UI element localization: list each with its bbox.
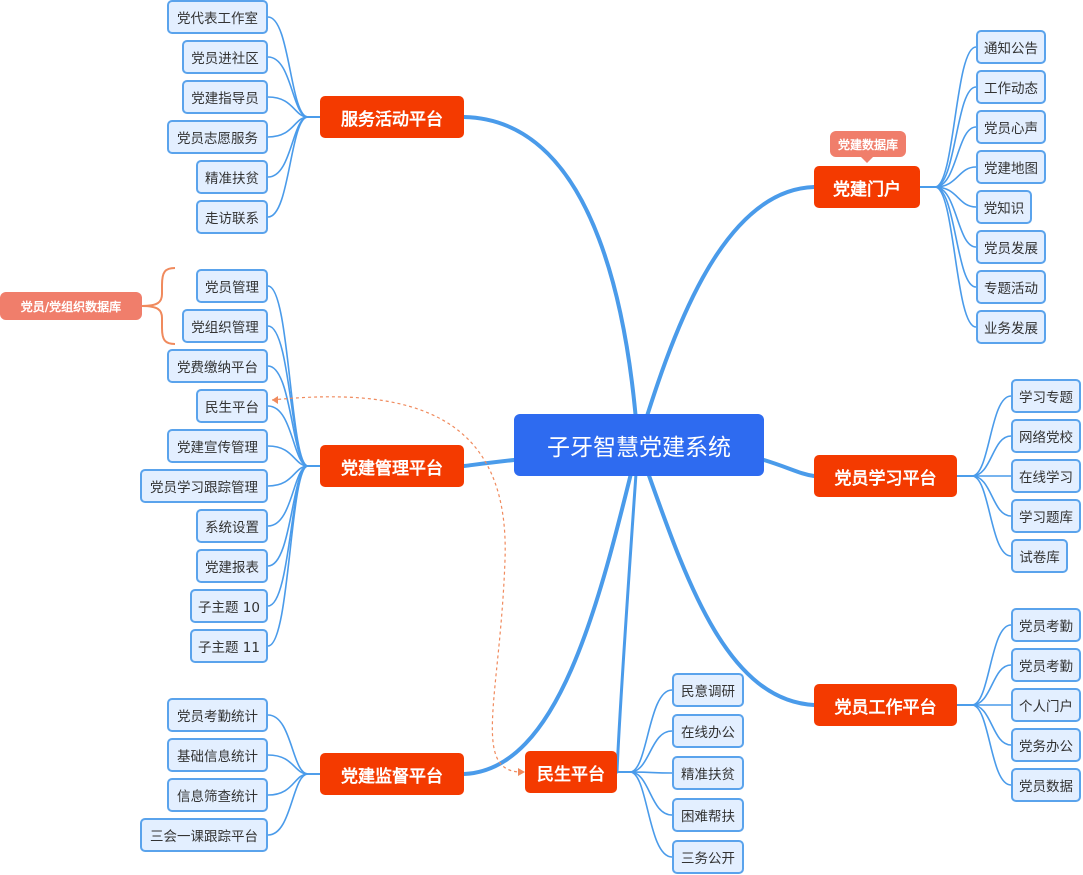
leaf-portal-1[interactable]: 工作动态 — [976, 70, 1046, 104]
leaf-portal-7[interactable]: 业务发展 — [976, 310, 1046, 344]
leaf-portal-4[interactable]: 党知识 — [976, 190, 1032, 224]
center-topic[interactable]: 子牙智慧党建系统 — [514, 414, 764, 476]
link-center-study — [762, 458, 816, 478]
leaf-portal-2[interactable]: 党员心声 — [976, 110, 1046, 144]
tag-pointer-icon — [860, 156, 874, 163]
member-db-bracket — [141, 267, 176, 345]
leaf-work-4[interactable]: 党员数据 — [1011, 768, 1081, 802]
leaf-portal-5[interactable]: 党员发展 — [976, 230, 1046, 264]
leaf-management-5[interactable]: 党员学习跟踪管理 — [140, 469, 268, 503]
link-center-work — [636, 443, 816, 707]
leaf-portal-0[interactable]: 通知公告 — [976, 30, 1046, 64]
branch-service-platform[interactable]: 服务活动平台 — [320, 96, 464, 138]
leaf-service-3[interactable]: 党员志愿服务 — [167, 120, 268, 154]
leaf-work-1[interactable]: 党员考勤 — [1011, 648, 1081, 682]
leaf-livelihood-0[interactable]: 民意调研 — [672, 673, 744, 707]
branch-livelihood-platform[interactable]: 民生平台 — [525, 751, 617, 793]
leaf-livelihood-2[interactable]: 精准扶贫 — [672, 756, 744, 790]
link-center-management — [462, 458, 516, 468]
link-center-livelihood — [615, 443, 640, 774]
leaf-supervision-1[interactable]: 基础信息统计 — [167, 738, 268, 772]
leaf-supervision-3[interactable]: 三会一课跟踪平台 — [140, 818, 268, 852]
leaf-service-0[interactable]: 党代表工作室 — [167, 0, 268, 34]
branch-study-platform[interactable]: 党员学习平台 — [814, 455, 957, 497]
leaf-work-2[interactable]: 个人门户 — [1011, 688, 1081, 722]
leaf-study-4[interactable]: 试卷库 — [1011, 539, 1068, 573]
leaf-supervision-2[interactable]: 信息筛查统计 — [167, 778, 268, 812]
leaf-work-0[interactable]: 党员考勤 — [1011, 608, 1081, 642]
leaf-management-4[interactable]: 党建宣传管理 — [167, 429, 268, 463]
tag-portal-database[interactable]: 党建数据库 — [830, 131, 906, 157]
leaf-livelihood-1[interactable]: 在线办公 — [672, 714, 744, 748]
leaf-management-8[interactable]: 子主题 10 — [190, 589, 268, 623]
leaf-livelihood-4[interactable]: 三务公开 — [672, 840, 744, 874]
leaf-portal-3[interactable]: 党建地图 — [976, 150, 1046, 184]
leaf-service-1[interactable]: 党员进社区 — [182, 40, 268, 74]
relation-dashed-line — [271, 396, 526, 773]
leaf-study-0[interactable]: 学习专题 — [1011, 379, 1081, 413]
leaf-service-4[interactable]: 精准扶贫 — [196, 160, 268, 194]
branch-supervision-platform[interactable]: 党建监督平台 — [320, 753, 464, 795]
branch-work-platform[interactable]: 党员工作平台 — [814, 684, 957, 726]
leaf-management-3[interactable]: 民生平台 — [196, 389, 268, 423]
leaf-livelihood-3[interactable]: 困难帮扶 — [672, 798, 744, 832]
leaf-management-0[interactable]: 党员管理 — [196, 269, 268, 303]
leaf-service-5[interactable]: 走访联系 — [196, 200, 268, 234]
link-center-service — [462, 115, 640, 447]
leaf-study-3[interactable]: 学习题库 — [1011, 499, 1081, 533]
leaf-management-9[interactable]: 子主题 11 — [190, 629, 268, 663]
leaf-portal-6[interactable]: 专题活动 — [976, 270, 1046, 304]
leaf-work-3[interactable]: 党务办公 — [1011, 728, 1081, 762]
leaf-management-2[interactable]: 党费缴纳平台 — [167, 349, 268, 383]
tag-member-org-database[interactable]: 党员/党组织数据库 — [0, 292, 142, 320]
leaf-study-1[interactable]: 网络党校 — [1011, 419, 1081, 453]
leaf-study-2[interactable]: 在线学习 — [1011, 459, 1081, 493]
leaf-management-6[interactable]: 系统设置 — [196, 509, 268, 543]
leaf-service-2[interactable]: 党建指导员 — [182, 80, 268, 114]
branch-portal[interactable]: 党建门户 — [814, 166, 920, 208]
leaf-management-7[interactable]: 党建报表 — [196, 549, 268, 583]
leaf-management-1[interactable]: 党组织管理 — [182, 309, 268, 343]
leaf-supervision-0[interactable]: 党员考勤统计 — [167, 698, 268, 732]
link-center-portal — [636, 185, 816, 447]
link-center-supervision — [462, 443, 640, 776]
branch-management-platform[interactable]: 党建管理平台 — [320, 445, 464, 487]
